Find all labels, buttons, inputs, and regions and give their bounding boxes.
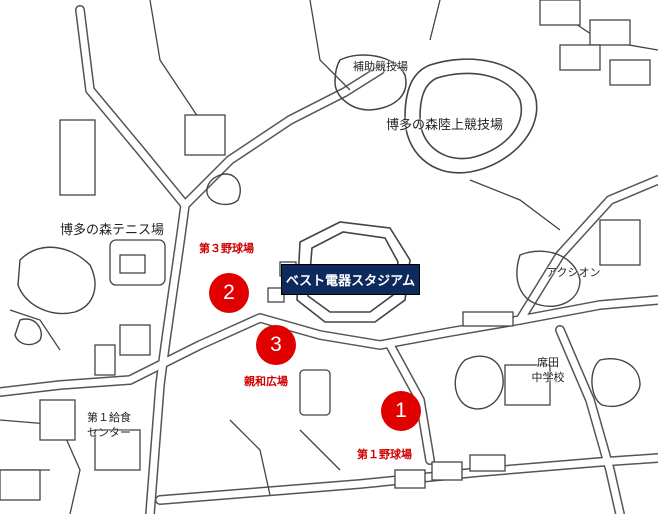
- stadium-badge[interactable]: ベスト電器スタジアム: [281, 264, 420, 295]
- label-athletics-stadium: 博多の森陸上競技場: [386, 118, 504, 133]
- map-marker-1[interactable]: 1: [381, 391, 421, 431]
- label-tennis-courts: 博多の森テニス場: [60, 223, 165, 238]
- label-akushion: アクシオン: [546, 266, 601, 279]
- label-school-line1: 席田: [537, 356, 559, 369]
- label-food-center-line2: センター: [87, 426, 131, 439]
- stadium-building: [296, 221, 411, 323]
- athletics-track: [404, 58, 538, 174]
- label-food-center-line1: 第１給食: [87, 411, 131, 424]
- map-marker-3[interactable]: 3: [256, 325, 296, 365]
- buildings: [0, 0, 651, 501]
- label-third-baseball-field: 第３野球場: [199, 242, 254, 255]
- label-junior-high-school: 席田 中学校: [528, 355, 568, 385]
- label-food-center: 第１給食 センター: [79, 410, 139, 440]
- ponds: [14, 173, 641, 410]
- sub-field: [334, 54, 407, 111]
- road-west-upper: [75, 5, 190, 210]
- map-marker-2[interactable]: 2: [209, 273, 249, 313]
- label-first-baseball-field: 第１野球場: [357, 448, 412, 461]
- label-school-line2: 中学校: [531, 371, 565, 384]
- label-sub-field: 補助競技場: [353, 60, 408, 73]
- label-shinwa-plaza: 親和広場: [244, 375, 288, 388]
